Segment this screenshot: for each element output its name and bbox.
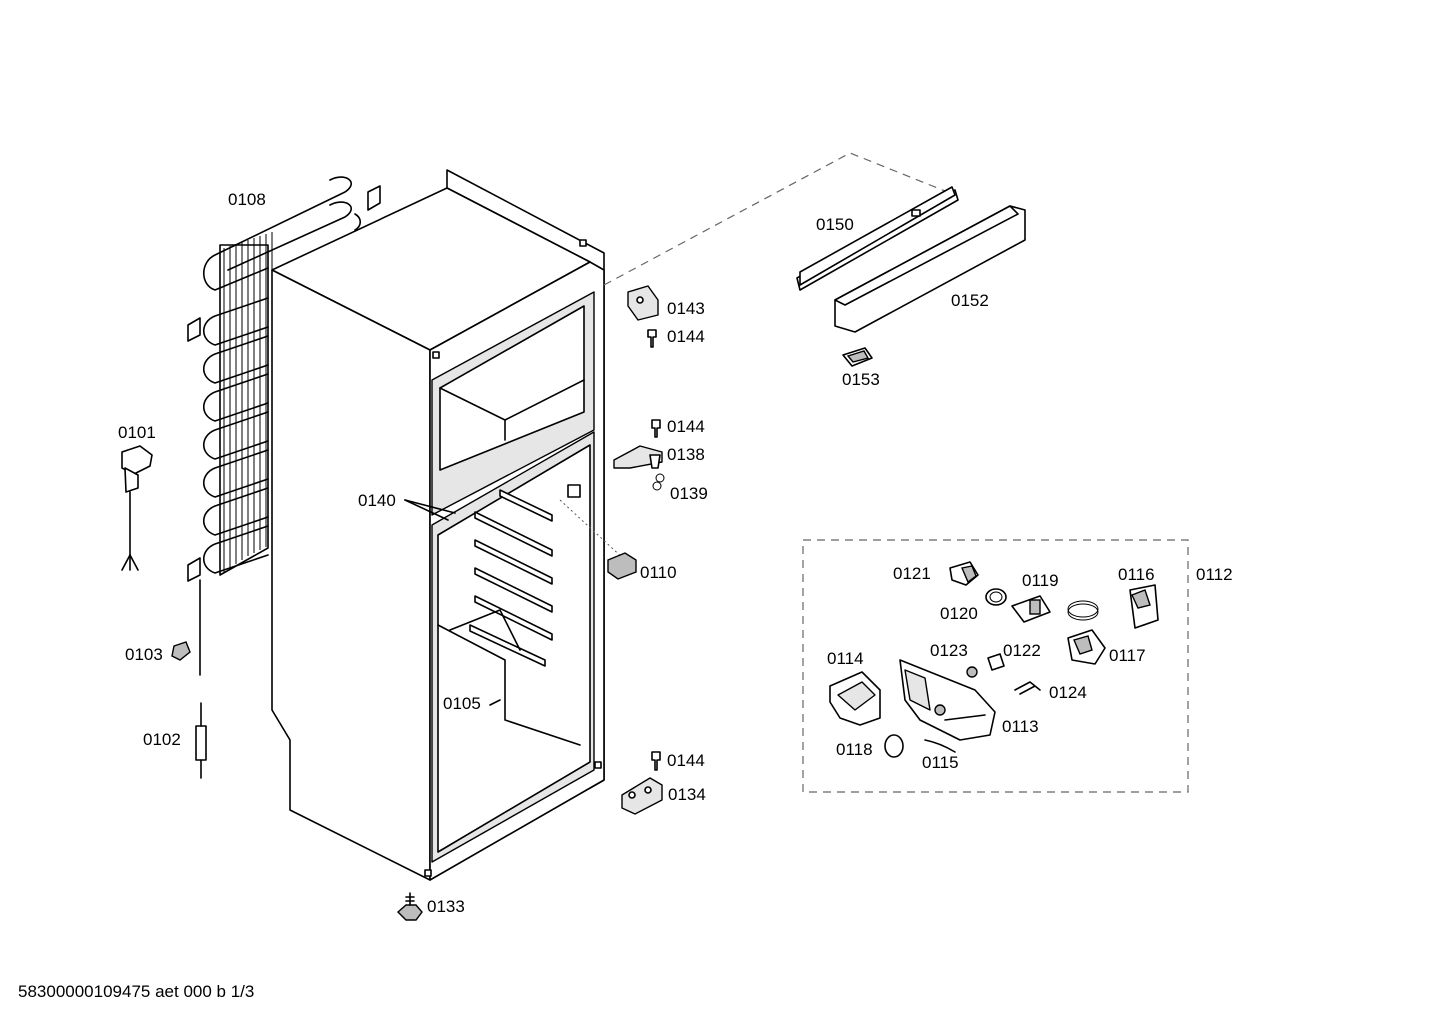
thermostat-group-box — [802, 539, 1189, 793]
label-0113: 0113 — [1002, 717, 1039, 736]
top-control-panel — [796, 186, 1026, 367]
label-0133: 0133 — [427, 897, 465, 916]
label-0105: 0105 — [443, 694, 481, 713]
label-0108: 0108 — [228, 190, 266, 209]
label-0112: 0112 — [1196, 565, 1233, 584]
label-0150: 0150 — [816, 215, 854, 234]
label-0140: 0140 — [358, 491, 396, 510]
label-0122: 0122 — [1003, 641, 1041, 660]
label-0117: 0117 — [1109, 646, 1146, 665]
label-0152: 0152 — [951, 291, 989, 310]
label-0119: 0119 — [1022, 571, 1059, 590]
label-0124: 0124 — [1049, 683, 1087, 702]
label-0114: 0114 — [827, 649, 864, 668]
label-0103: 0103 — [125, 645, 163, 664]
label-0138: 0138 — [667, 445, 705, 464]
label-0118: 0118 — [836, 740, 873, 759]
label-0139: 0139 — [670, 484, 708, 503]
label-0115: 0115 — [922, 753, 959, 772]
leader-lines — [404, 152, 956, 706]
label-0153: 0153 — [842, 370, 880, 389]
label-0120: 0120 — [940, 604, 978, 623]
label-0123: 0123 — [930, 641, 968, 660]
document-id-footer: 58300000109475 aet 000 b 1/3 — [18, 982, 255, 1001]
fridge-cabinet — [271, 169, 605, 881]
label-0144-top: 0144 — [667, 327, 705, 346]
thermostat-parts — [829, 561, 1159, 758]
label-0144-middle: 0144 — [667, 417, 705, 436]
condenser-coil — [187, 176, 381, 676]
label-0102: 0102 — [143, 730, 181, 749]
label-0116: 0116 — [1118, 565, 1155, 584]
power-cord-parts — [121, 445, 207, 779]
label-0101: 0101 — [118, 423, 156, 442]
label-0110: 0110 — [640, 563, 677, 582]
label-0134: 0134 — [668, 785, 706, 804]
label-0143: 0143 — [667, 299, 705, 318]
label-0121: 0121 — [893, 564, 931, 583]
hinge-parts — [396, 285, 665, 921]
label-0144-bottom: 0144 — [667, 751, 705, 770]
